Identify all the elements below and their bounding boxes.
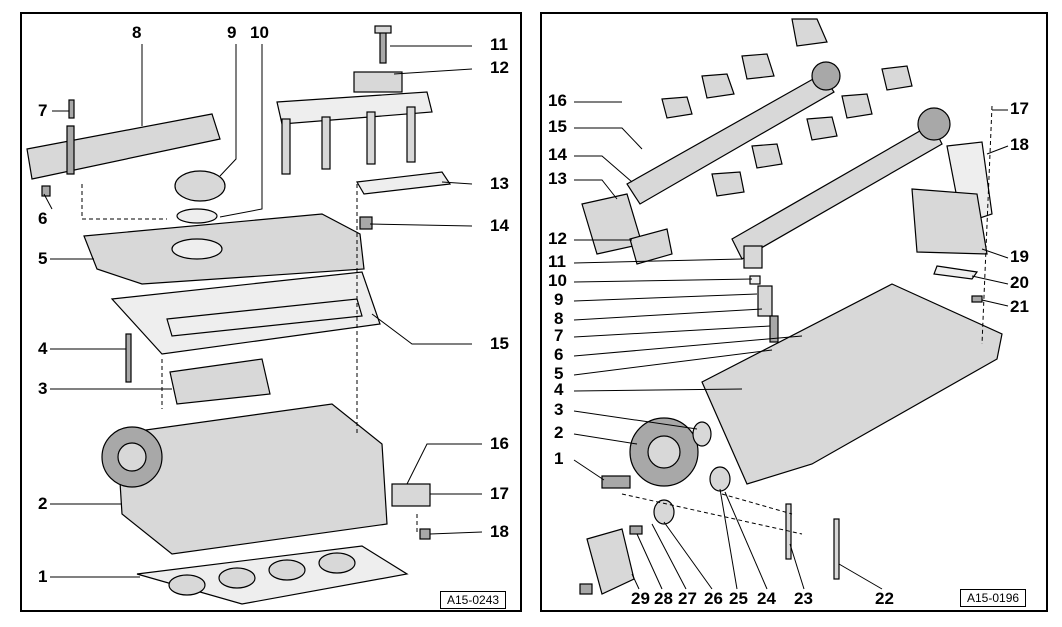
right-callout-21: 21 (1010, 297, 1029, 316)
right-callout-25: 25 (729, 589, 748, 608)
callout-17: 17 (490, 484, 509, 503)
right-callout-3: 3 (554, 400, 564, 419)
right-callout-12: 12 (548, 229, 567, 248)
right-figure-id-label: A15-0196 (960, 589, 1027, 607)
right-callout-13: 13 (548, 169, 567, 188)
right-callout-23: 23 (794, 589, 813, 608)
callout-11: 11 (490, 35, 508, 54)
right-callout-4: 4 (554, 380, 564, 399)
heat-shield-shape (26, 113, 221, 180)
right-callout-20: 20 (1010, 273, 1029, 292)
cylinder-head-shape (116, 403, 388, 555)
right-callout-8: 8 (554, 309, 564, 328)
callout-3: 3 (38, 379, 48, 398)
callout-16: 16 (490, 434, 509, 453)
intake-camshaft-shape (626, 73, 835, 205)
right-callout-28: 28 (654, 589, 673, 608)
callout-7: 7 (38, 101, 48, 120)
right-callout-26: 26 (704, 589, 723, 608)
callout-18: 18 (490, 522, 509, 541)
right-callout-9: 9 (554, 290, 564, 309)
left-exploded-view-panel: 8 9 10 11 12 7 13 6 14 5 15 4 3 16 2 17 … (20, 12, 522, 612)
callout-14: 14 (490, 216, 509, 235)
left-exploded-drawing (26, 25, 483, 605)
right-cylinder-head-shape (701, 283, 1003, 485)
gasket-13-shape (356, 171, 452, 195)
right-callout-7: 7 (554, 326, 564, 345)
callout-9: 9 (227, 23, 237, 42)
chain-tensioner-shape (911, 188, 988, 255)
callout-2: 2 (38, 494, 48, 513)
callout-13: 13 (490, 174, 509, 193)
callout-15: 15 (490, 334, 509, 353)
callout-12: 12 (490, 58, 509, 77)
oil-cap-shape (174, 170, 226, 202)
right-callout-10: 10 (548, 271, 567, 290)
right-callout-27: 27 (678, 589, 697, 608)
right-callout-6: 6 (554, 345, 564, 364)
callout-10: 10 (250, 23, 269, 42)
callout-4: 4 (38, 339, 48, 358)
right-callout-11: 11 (548, 252, 566, 271)
callout-5: 5 (38, 249, 48, 268)
right-callout-14: 14 (548, 145, 567, 164)
right-callout-15: 15 (548, 117, 567, 136)
right-callout-1: 1 (554, 449, 564, 468)
callout-1: 1 (38, 567, 48, 586)
coil-bolt-shape (379, 30, 387, 64)
figure-id-label: A15-0243 (440, 591, 507, 609)
timing-cover-shape (586, 528, 635, 595)
right-callout-17: 17 (1010, 99, 1029, 118)
sensor-shape (391, 483, 431, 507)
right-exploded-view-panel: 16 15 14 13 12 11 10 9 8 7 6 5 4 3 2 1 1… (540, 12, 1048, 612)
right-callout-16: 16 (548, 91, 567, 110)
callout-6: 6 (38, 209, 48, 228)
bearing-cap-shape (169, 358, 271, 405)
right-callout-19: 19 (1010, 247, 1029, 266)
ignition-coil-shape (353, 71, 403, 93)
exhaust-camshaft-shape (731, 123, 943, 260)
right-callout-5: 5 (554, 364, 564, 383)
right-callout-22: 22 (875, 589, 894, 608)
valve-cover-shape (83, 213, 365, 285)
right-callout-2: 2 (554, 423, 564, 442)
right-callout-18: 18 (1010, 135, 1029, 154)
callout-8: 8 (132, 23, 142, 42)
right-callout-29: 29 (631, 589, 650, 608)
right-callout-24: 24 (757, 589, 776, 608)
right-exploded-drawing (573, 18, 1009, 595)
